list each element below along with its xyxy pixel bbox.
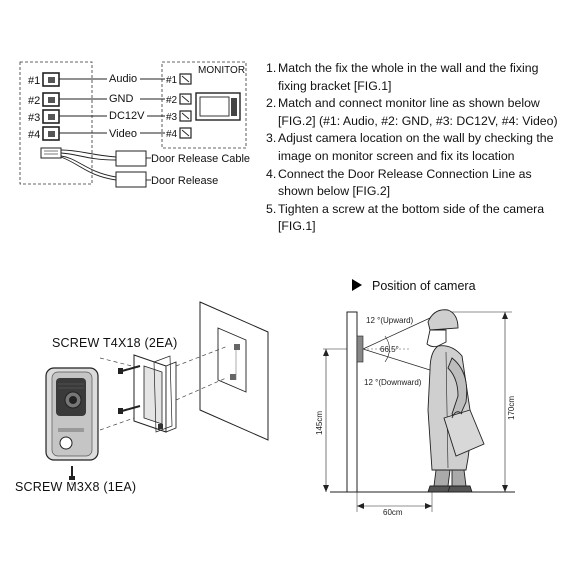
door-release-cable — [40, 147, 151, 188]
upward-angle-label: 12 °(Upward) — [366, 316, 414, 325]
position-title: Position of camera — [352, 279, 476, 293]
triangle-bullet-icon — [352, 279, 362, 291]
distance-label: 60cm — [383, 508, 403, 517]
camera-terminal-id: #1 — [28, 75, 40, 87]
monitor-terminal-id: #4 — [166, 129, 178, 140]
screw-m3x8 — [69, 466, 75, 480]
door-release-label: Door Release — [151, 175, 218, 187]
signal-label: Audio — [109, 73, 137, 85]
camera-terminal-id: #2 — [28, 95, 40, 107]
camera-terminal-id: #3 — [28, 112, 40, 124]
fixing-bracket — [133, 354, 177, 433]
instruction-item: 2.Match and connect monitor line as show… — [266, 96, 558, 128]
screw-t4x18 — [118, 405, 141, 414]
downward-angle-label: 12 °(Downward) — [364, 378, 422, 387]
person-height-label: 170cm — [507, 396, 516, 420]
camera-height-label: 145cm — [315, 411, 324, 435]
door-camera — [45, 367, 99, 461]
terminal-row-4: #4 Video #4 — [28, 126, 192, 141]
camera-terminal-frame — [19, 61, 93, 185]
door-release-cable-label: Door Release Cable — [151, 153, 250, 165]
camera-on-wall — [356, 335, 364, 363]
person-figure — [426, 309, 485, 493]
monitor-label: MONITOR — [198, 65, 245, 76]
screw-t4x18 — [118, 365, 141, 374]
camera-terminal-id: #4 — [28, 129, 40, 141]
monitor-terminal-id: #3 — [166, 112, 178, 123]
signal-label: GND — [109, 93, 134, 105]
signal-label: Video — [109, 128, 137, 140]
screw-bottom-label: SCREW M3X8 (1EA) — [15, 480, 137, 494]
monitor-terminal-id: #2 — [166, 95, 178, 106]
monitor-terminal-frame — [161, 61, 247, 149]
instruction-list: 1.Match the fix the whole in the wall an… — [266, 60, 566, 236]
monitor-terminal-id: #1 — [166, 75, 178, 86]
instruction-item: 4.Connect the Door Release Connection Li… — [266, 166, 532, 199]
terminal-row-1: #1 Audio #1 — [28, 72, 192, 87]
monitor-icon — [195, 92, 241, 121]
view-angle-label: 66.5° — [380, 345, 399, 354]
install-diagram — [45, 301, 269, 490]
wiring-diagram: MONITOR #1 Audio #1 #2 GND #2 #3 DC12V # — [19, 61, 250, 188]
terminal-row-2: #2 GND #2 — [28, 92, 192, 107]
wall — [346, 311, 358, 493]
screw-top-label: SCREW T4X18 (2EA) — [52, 336, 178, 350]
instruction-item: 3.Adjust camera location on the wall by … — [266, 131, 554, 163]
instruction-item: 5.Tighten a screw at the bottom side of … — [266, 201, 545, 234]
signal-label: DC12V — [109, 110, 145, 122]
terminal-row-3: #3 DC12V #3 — [28, 109, 192, 124]
instruction-item: 1.Match the fix the whole in the wall an… — [266, 61, 539, 93]
